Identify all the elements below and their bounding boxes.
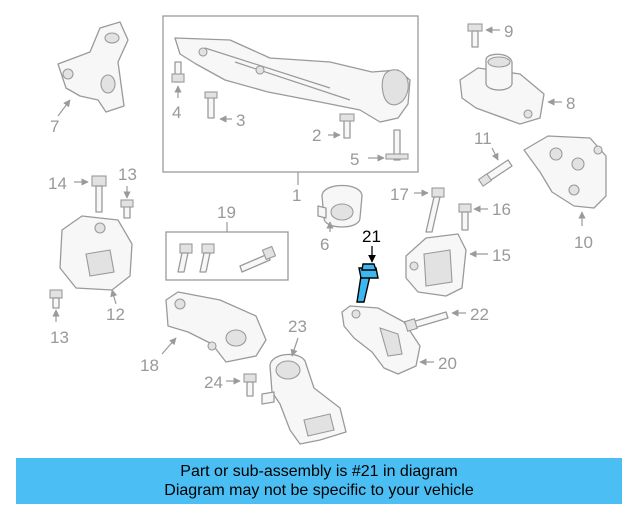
part-17-bolt xyxy=(425,187,445,233)
callout-14: 14 xyxy=(48,174,67,193)
callout-11: 11 xyxy=(474,129,492,148)
callout-15: 15 xyxy=(492,246,511,265)
callout-13-upper: 13 xyxy=(118,165,137,184)
info-banner: Part or sub-assembly is #21 in diagram D… xyxy=(16,458,622,504)
part-9-bolt xyxy=(467,23,483,48)
part-20-bracket xyxy=(341,305,421,375)
banner-line-2: Diagram may not be specific to your vehi… xyxy=(164,482,474,499)
callout-16: 16 xyxy=(492,200,511,219)
callout-5: 5 xyxy=(350,150,359,169)
callout-22: 22 xyxy=(470,305,489,324)
part-22-bolt xyxy=(404,311,449,332)
callout-10: 10 xyxy=(574,233,593,252)
callout-19: 19 xyxy=(217,203,236,222)
part-24-bolt xyxy=(243,373,257,397)
part-13-bolt-lower xyxy=(49,289,63,309)
crossmember-group-box xyxy=(162,15,419,173)
callout-12: 12 xyxy=(106,305,125,324)
part-2-bolt xyxy=(339,113,355,139)
callout-4: 4 xyxy=(172,103,181,122)
callout-7: 7 xyxy=(50,117,59,136)
part-15-bracket xyxy=(405,233,467,297)
callout-8: 8 xyxy=(566,94,575,113)
part-6-bushing xyxy=(317,184,363,228)
callout-1: 1 xyxy=(292,186,301,205)
callout-17: 17 xyxy=(390,185,409,204)
callout-24: 24 xyxy=(204,373,223,392)
callout-3: 3 xyxy=(236,111,245,130)
part-23-mount xyxy=(261,353,347,445)
callout-6: 6 xyxy=(320,235,329,254)
part-21-bolt-highlighted[interactable] xyxy=(356,263,379,303)
part-5-bolt xyxy=(385,129,409,161)
callout-9: 9 xyxy=(504,22,513,41)
part-10-bracket xyxy=(523,135,607,209)
part-3-bolt xyxy=(204,91,218,119)
part-12-trans-mount xyxy=(59,215,133,291)
callout-23: 23 xyxy=(288,317,307,336)
part-14-bolt xyxy=(91,175,107,213)
callout-18: 18 xyxy=(140,356,159,375)
callout-21: 21 xyxy=(362,227,381,246)
callout-20: 20 xyxy=(438,354,457,373)
part-1-crossmember xyxy=(174,37,411,123)
parts-diagram: 1 2 3 4 5 6 7 xyxy=(48,15,607,445)
part-8-engine-mount xyxy=(459,53,545,125)
callout-13-lower: 13 xyxy=(50,328,69,347)
part-11-bolt xyxy=(477,159,513,187)
callout-2: 2 xyxy=(312,126,321,145)
part-16-bolt xyxy=(458,203,472,231)
part-7-bracket xyxy=(57,21,129,113)
banner-line-1: Part or sub-assembly is #21 in diagram xyxy=(180,463,458,480)
part-19-bolts xyxy=(177,243,277,273)
part-4-stud xyxy=(171,61,185,83)
part-18-bracket xyxy=(165,291,267,363)
part-13-bolt-upper xyxy=(120,199,134,219)
